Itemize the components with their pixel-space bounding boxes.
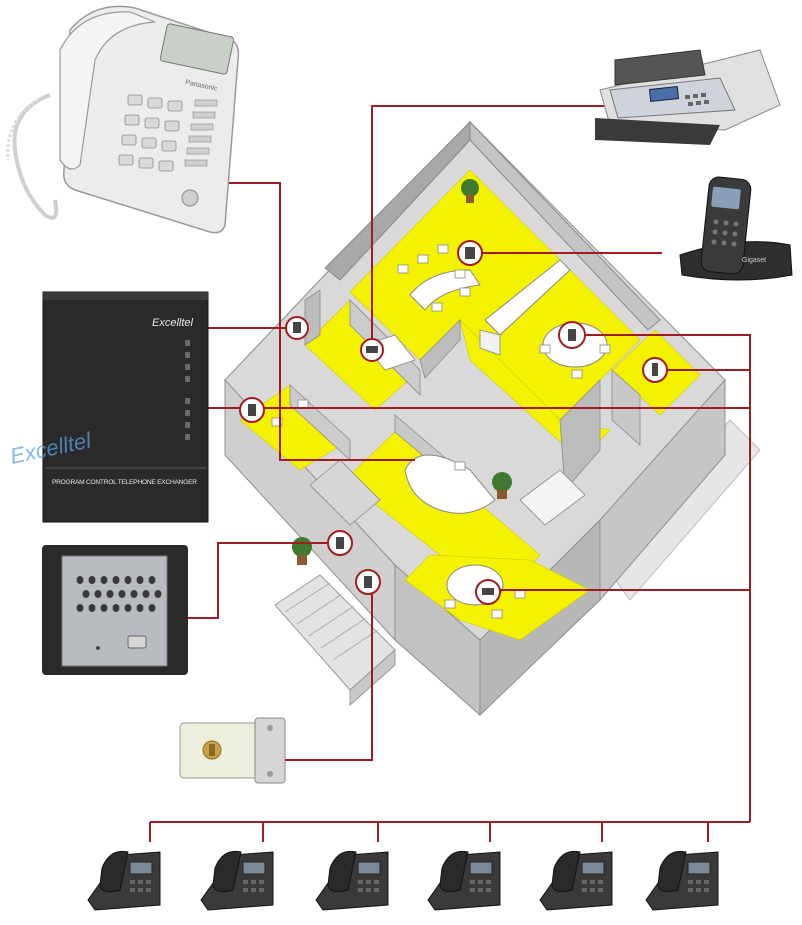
node-open-office bbox=[457, 240, 483, 266]
door-intercom-icon bbox=[42, 545, 188, 675]
speaker-hole bbox=[148, 576, 156, 584]
speaker-hole bbox=[118, 590, 126, 598]
node-office-desk bbox=[360, 338, 384, 362]
cordless-phone-icon: Gigaset bbox=[679, 176, 793, 281]
cordless-brand: Gigaset bbox=[742, 257, 766, 264]
speaker-hole bbox=[142, 590, 150, 598]
node-small-room bbox=[285, 316, 309, 340]
plant-icon bbox=[492, 472, 512, 499]
pbx-label: PROGRAM CONTROL TELEPHONE EXCHANGER bbox=[52, 479, 197, 486]
pbx-exchange-icon bbox=[42, 291, 209, 523]
desk-phone-icon: Panasonic bbox=[6, 5, 240, 234]
extension-phones bbox=[87, 850, 719, 911]
office-floorplan bbox=[224, 120, 761, 717]
extension-phone-icon bbox=[427, 850, 501, 911]
plant-icon bbox=[461, 179, 479, 203]
speaker-hole bbox=[124, 576, 132, 584]
fax-machine-icon bbox=[595, 49, 781, 145]
pbx-brand: Excelltel bbox=[152, 317, 194, 329]
speaker-hole bbox=[76, 604, 84, 612]
speaker-hole bbox=[100, 604, 108, 612]
extension-phone-icon bbox=[315, 850, 389, 911]
extension-phone-icon bbox=[539, 850, 613, 911]
speaker-hole bbox=[82, 590, 90, 598]
connection-nodes bbox=[239, 240, 668, 605]
speaker-hole bbox=[112, 576, 120, 584]
speaker-hole bbox=[100, 576, 108, 584]
extension-phone-icon bbox=[645, 850, 719, 911]
speaker-hole bbox=[76, 576, 84, 584]
speaker-hole bbox=[112, 604, 120, 612]
node-reception bbox=[327, 530, 353, 556]
node-meeting-room bbox=[475, 579, 501, 605]
speaker-hole bbox=[106, 590, 114, 598]
extension-phone-icon bbox=[87, 850, 161, 911]
node-corner-room bbox=[239, 397, 265, 423]
node-right-office bbox=[558, 321, 586, 349]
wiring bbox=[149, 105, 751, 842]
speaker-hole bbox=[124, 604, 132, 612]
speaker-hole bbox=[148, 604, 156, 612]
plant-icon bbox=[292, 537, 312, 565]
node-entrance bbox=[355, 569, 381, 595]
speaker-hole bbox=[136, 604, 144, 612]
speaker-hole bbox=[154, 590, 162, 598]
speaker-hole bbox=[94, 590, 102, 598]
electric-lock-icon bbox=[179, 717, 286, 784]
speaker-hole bbox=[136, 576, 144, 584]
speaker-hole bbox=[88, 604, 96, 612]
speaker-hole bbox=[130, 590, 138, 598]
node-side-room bbox=[642, 357, 668, 383]
speaker-hole bbox=[88, 576, 96, 584]
extension-phone-icon bbox=[200, 850, 274, 911]
